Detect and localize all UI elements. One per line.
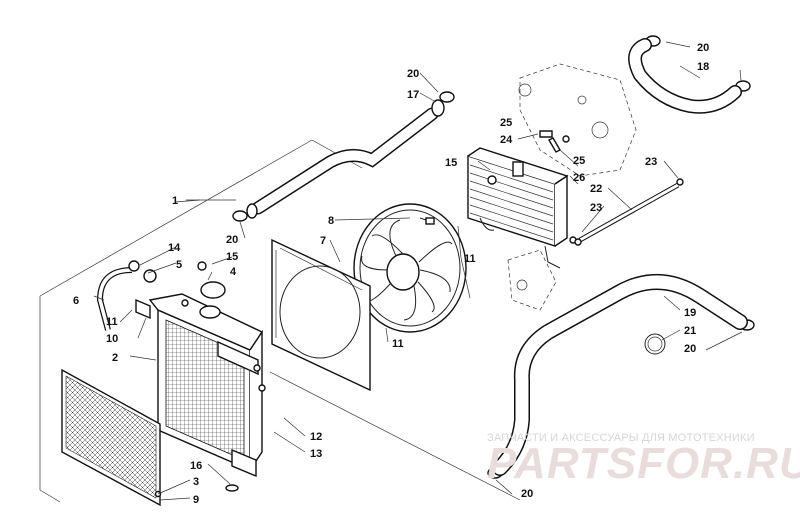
callout-22: 22 bbox=[590, 183, 602, 195]
callout-7: 7 bbox=[320, 235, 326, 247]
callout-11-radiator: 11 bbox=[106, 316, 118, 328]
callout-9: 9 bbox=[193, 494, 199, 506]
callout-13: 13 bbox=[310, 448, 322, 460]
upper-radiator-hose bbox=[246, 99, 445, 219]
callout-3: 3 bbox=[193, 476, 199, 488]
oil-cooler bbox=[467, 147, 569, 269]
leader-lines bbox=[93, 41, 743, 501]
callout-23-lower: 23 bbox=[590, 202, 602, 214]
fan-shroud bbox=[271, 238, 371, 392]
callout-24: 24 bbox=[500, 134, 513, 146]
callout-25-right: 25 bbox=[573, 155, 585, 167]
lower-radiator-hose bbox=[492, 274, 748, 476]
callout-15-cap: 15 bbox=[226, 251, 238, 263]
callout-20-right: 20 bbox=[684, 343, 696, 355]
cooling-fan bbox=[353, 203, 467, 333]
callout-18: 18 bbox=[697, 61, 709, 73]
hose-18 bbox=[628, 38, 742, 114]
watermark-brand: PARTSFOR.RU bbox=[487, 439, 800, 488]
tube-22 bbox=[574, 178, 684, 246]
callout-21: 21 bbox=[684, 325, 696, 337]
callout-20-upper: 20 bbox=[407, 68, 419, 80]
engine-mount-reference bbox=[507, 63, 637, 311]
callout-23-upper: 23 bbox=[645, 156, 657, 168]
callout-19: 19 bbox=[684, 307, 696, 319]
callout-2: 2 bbox=[112, 352, 118, 364]
overflow-hose bbox=[96, 260, 207, 331]
callout-20-radiator: 20 bbox=[226, 234, 238, 246]
clamp-21-inner bbox=[647, 336, 663, 352]
assembly-outline bbox=[39, 139, 521, 503]
callout-1: 1 bbox=[172, 195, 178, 207]
callout-11-fan: 11 bbox=[464, 253, 476, 265]
callout-26: 26 bbox=[573, 172, 585, 184]
callout-5: 5 bbox=[176, 259, 182, 271]
callout-17: 17 bbox=[407, 89, 419, 101]
callout-16: 16 bbox=[190, 460, 202, 472]
callout-6: 6 bbox=[73, 295, 79, 307]
callout-12: 12 bbox=[310, 431, 322, 443]
callout-4: 4 bbox=[230, 266, 237, 278]
callout-labels: 1 2 3 4 5 6 7 8 9 10 11 11 11 12 13 14 1… bbox=[73, 42, 709, 506]
callout-8: 8 bbox=[328, 215, 334, 227]
clamp-21 bbox=[644, 333, 666, 355]
callout-15-cooler: 15 bbox=[445, 157, 457, 169]
radiator bbox=[148, 281, 266, 492]
callout-20-hose18: 20 bbox=[697, 42, 709, 54]
radiator-screen bbox=[61, 368, 162, 507]
callout-10: 10 bbox=[106, 333, 118, 345]
callout-14: 14 bbox=[168, 242, 181, 254]
watermark-subtitle: ЗАПЧАСТИ И АКСЕССУАРЫ ДЛЯ МОТОТЕХНИКИ bbox=[487, 432, 755, 444]
cooler-bracket-hardware bbox=[539, 130, 577, 244]
watermark: ЗАПЧАСТИ И АКСЕССУАРЫ ДЛЯ МОТОТЕХНИКИ PA… bbox=[487, 432, 800, 488]
callout-11-shroud: 11 bbox=[392, 338, 404, 350]
callout-25-left: 25 bbox=[500, 117, 512, 129]
callout-20-bottom: 20 bbox=[521, 488, 533, 500]
